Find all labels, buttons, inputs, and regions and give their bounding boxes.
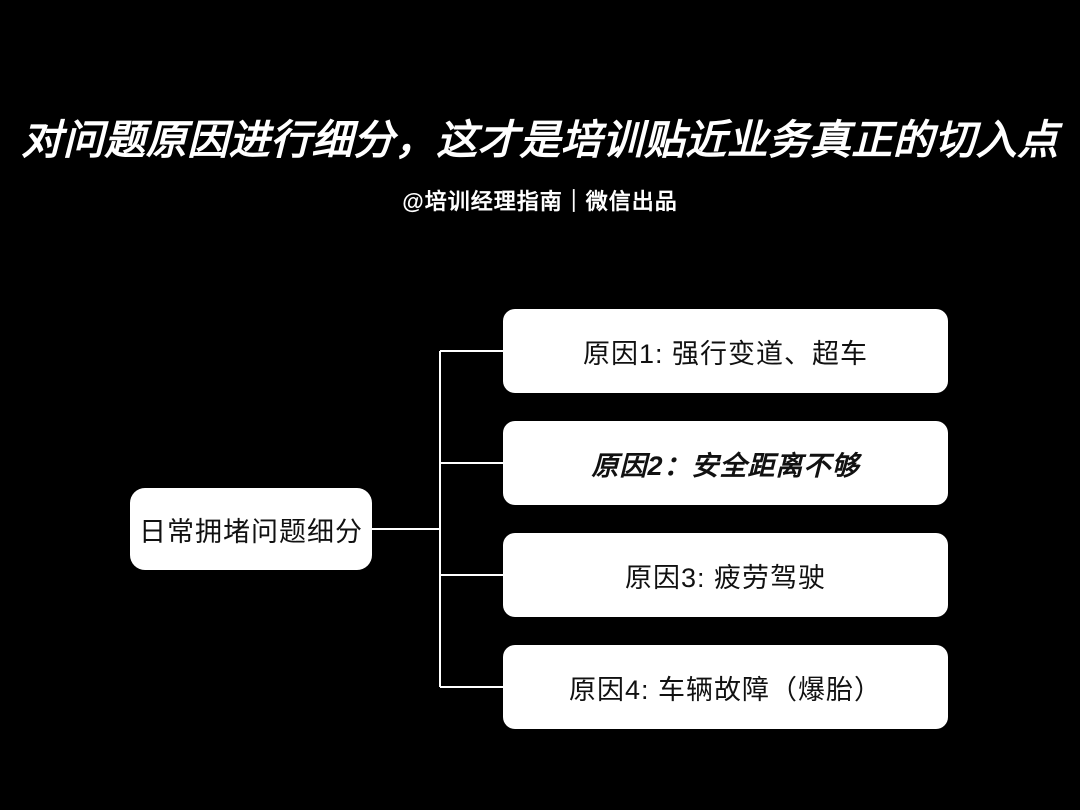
cause-node-4: 原因4: 车辆故障（爆胎） (503, 645, 948, 729)
cause-node-2-label: 原因2：安全距离不够 (591, 450, 860, 481)
cause-node-1: 原因1: 强行变道、超车 (503, 309, 948, 393)
cause-node-1-label: 原因1: 强行变道、超车 (582, 338, 869, 369)
cause-node-2: 原因2：安全距离不够 (503, 421, 948, 505)
cause-node-3: 原因3: 疲劳驾驶 (503, 533, 948, 617)
page-subtitle: @培训经理指南｜微信出品 (402, 189, 678, 214)
cause-node-3-label: 原因3: 疲劳驾驶 (624, 562, 827, 593)
cause-node-4-label: 原因4: 车辆故障（爆胎） (568, 674, 883, 705)
page-title: 对问题原因进行细分，这才是培训贴近业务真正的切入点 (21, 117, 1059, 163)
diagram-root-node: 日常拥堵问题细分 (130, 488, 372, 570)
root-node-label: 日常拥堵问题细分 (139, 516, 363, 547)
